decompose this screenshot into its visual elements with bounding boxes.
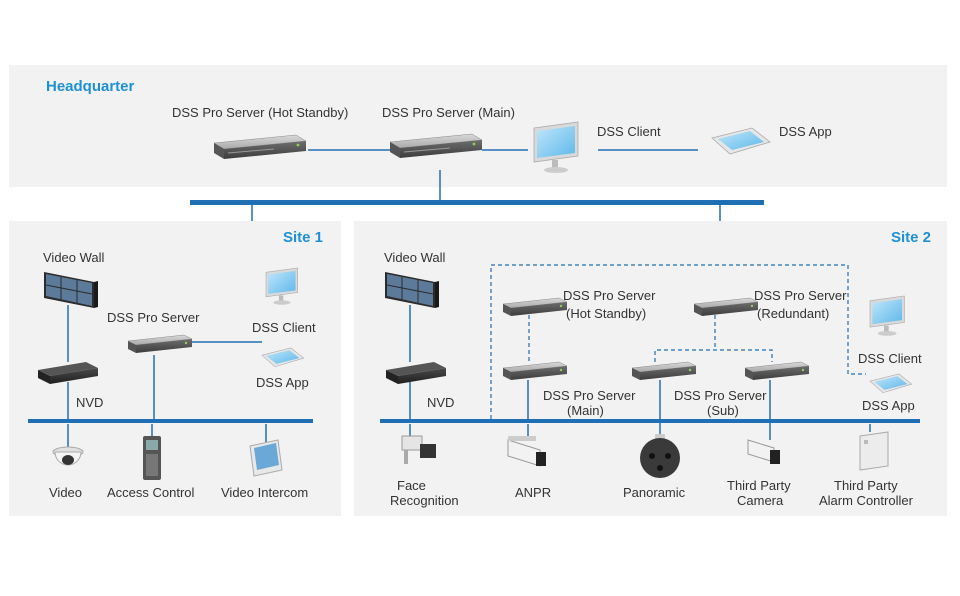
anpr-camera-icon (507, 436, 546, 467)
site1-device-video-intercom: Video Intercom (221, 485, 308, 500)
video-intercom-icon (249, 439, 283, 477)
site1-app-label: DSS App (256, 375, 309, 390)
site1-video-wall-label: Video Wall (43, 250, 105, 265)
hq-client-label: DSS Client (597, 124, 661, 139)
site2-device-face-1: Face (397, 478, 426, 493)
hq-app-label: DSS App (779, 124, 832, 139)
site2-server-redundant-label-1: DSS Pro Server (754, 288, 847, 303)
site2-device-panoramic: Panoramic (623, 485, 686, 500)
site2-cluster-box (490, 264, 866, 419)
site1-device-access-control: Access Control (107, 485, 195, 500)
panoramic-camera-icon (640, 434, 680, 478)
third-party-camera-icon (747, 439, 780, 464)
site1-device-video: Video (49, 485, 82, 500)
access-control-icon (143, 436, 161, 480)
site1-server-label: DSS Pro Server (107, 310, 200, 325)
site2-server-redundant-label-2: (Redundant) (757, 306, 829, 321)
site2-device-third-camera-2: Camera (737, 493, 784, 508)
site2-server-standby-label-2: (Hot Standby) (566, 306, 646, 321)
site2-bus (380, 419, 920, 423)
hq-title: Headquarter (46, 78, 135, 95)
hq-links (308, 149, 698, 202)
site2-device-face-2: Recognition (390, 493, 459, 508)
hq-server-standby-label: DSS Pro Server (Hot Standby) (172, 105, 348, 120)
site2-client-label: DSS Client (858, 351, 922, 366)
site2-device-third-camera-1: Third Party (727, 478, 791, 493)
backbone (190, 200, 764, 205)
site1-nvd-label: NVD (76, 395, 103, 410)
alarm-controller-icon (859, 431, 889, 471)
site2-server-main-label-1: DSS Pro Server (543, 388, 636, 403)
site2-device-anpr: ANPR (515, 485, 551, 500)
site1-links (67, 305, 267, 448)
site2-device-alarm-2: Alarm Controller (819, 493, 914, 508)
site2-device-alarm-1: Third Party (834, 478, 898, 493)
face-recognition-camera-icon (401, 435, 436, 464)
site2-server-sub-label-1: DSS Pro Server (674, 388, 767, 403)
site2-app-label: DSS App (862, 398, 915, 413)
site2-nvd-label: NVD (427, 395, 454, 410)
site2-links (409, 305, 871, 440)
hq-server-main-label: DSS Pro Server (Main) (382, 105, 515, 120)
site1-title: Site 1 (283, 229, 323, 246)
site1-bus (28, 419, 313, 423)
site2-title: Site 2 (891, 229, 931, 246)
dome-camera-icon (52, 446, 84, 466)
site1-client-label: DSS Client (252, 320, 316, 335)
site2-server-main-label-2: (Main) (567, 403, 604, 418)
site2-server-sub-label-2: (Sub) (707, 403, 739, 418)
headquarter-panel (9, 65, 947, 187)
site2-server-standby-label-1: DSS Pro Server (563, 288, 656, 303)
site2-video-wall-label: Video Wall (384, 250, 446, 265)
